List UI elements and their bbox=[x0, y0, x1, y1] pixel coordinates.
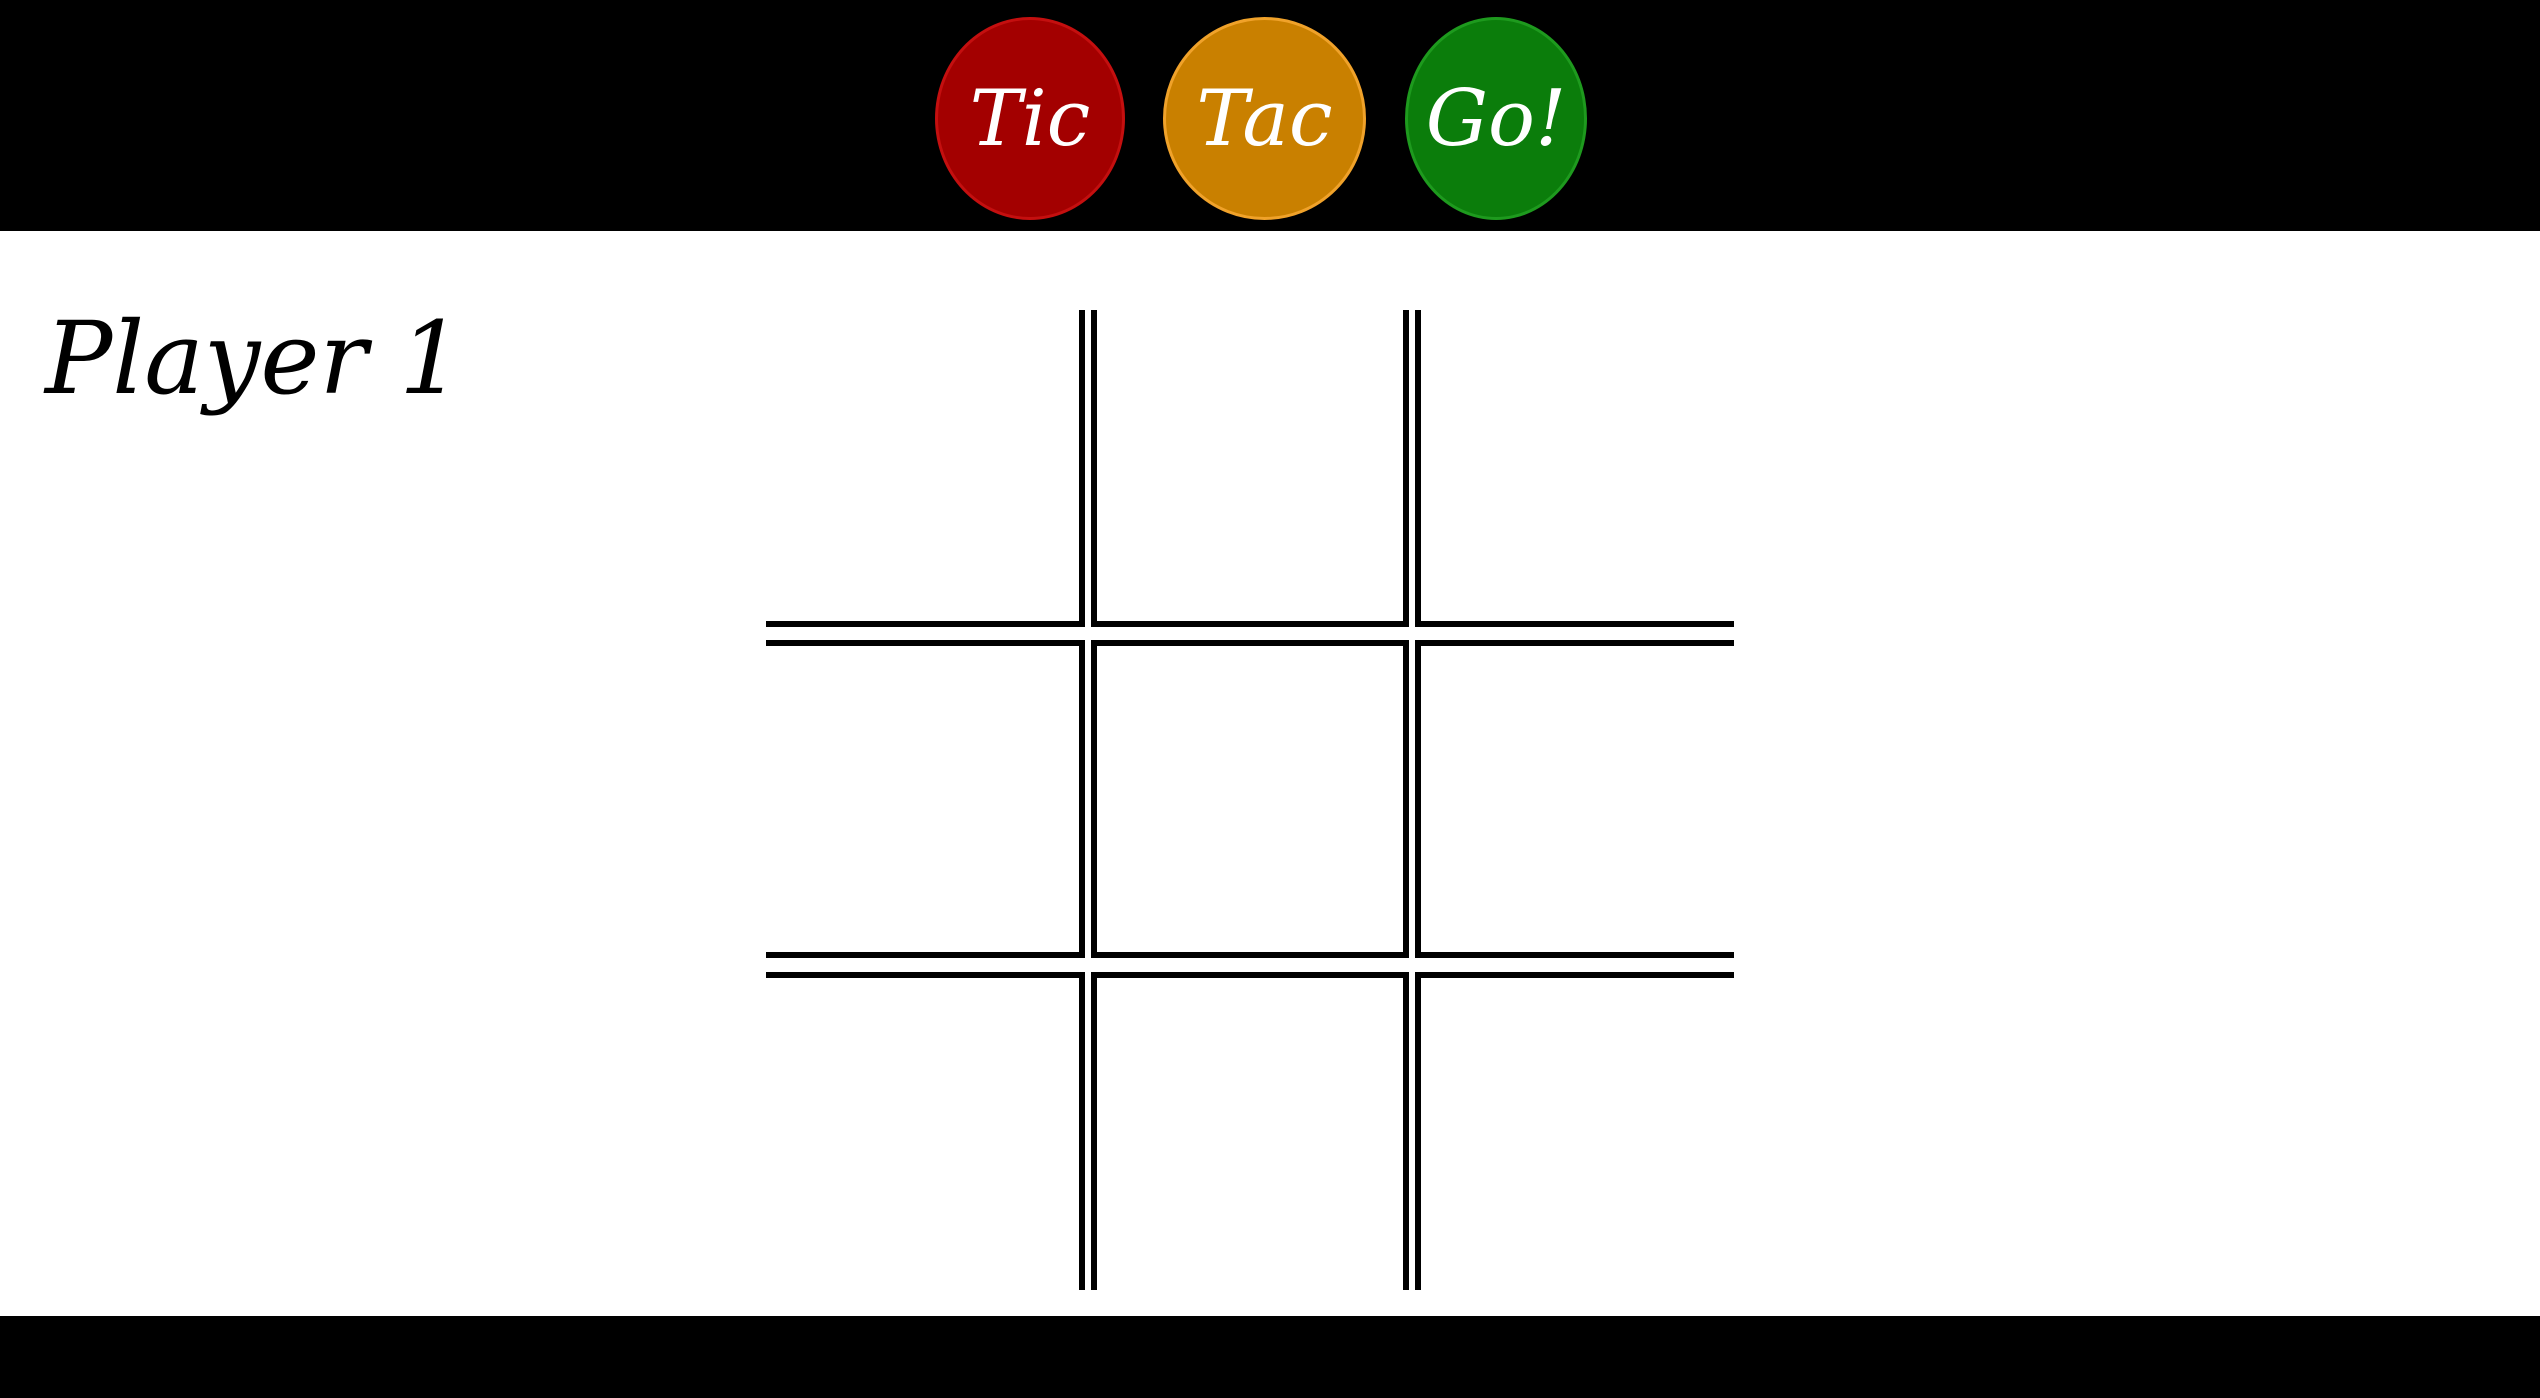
board-cell-r3c2[interactable] bbox=[1097, 978, 1403, 1290]
header-bar: Tic Tac Go! bbox=[0, 0, 2540, 231]
footer-bar bbox=[0, 1316, 2540, 1398]
grid-line-h1b bbox=[766, 640, 1734, 646]
board-cell-r1c3[interactable] bbox=[1421, 310, 1734, 621]
game-board bbox=[766, 310, 1734, 1290]
board-grid-lines bbox=[766, 310, 1734, 1290]
grid-line-h2a bbox=[766, 952, 1734, 958]
tac-bubble: Tac bbox=[1163, 17, 1366, 220]
grid-line-v2a bbox=[1403, 310, 1409, 1290]
grid-line-h2b bbox=[766, 972, 1734, 978]
board-cell-r1c1[interactable] bbox=[766, 310, 1079, 621]
go-bubble: Go! bbox=[1405, 17, 1587, 220]
grid-line-v2b bbox=[1415, 310, 1421, 1290]
grid-line-v1b bbox=[1091, 310, 1097, 1290]
board-cell-r2c3[interactable] bbox=[1421, 646, 1734, 952]
tic-bubble: Tic bbox=[935, 17, 1125, 220]
board-cell-r2c1[interactable] bbox=[766, 646, 1079, 952]
board-cell-r1c2[interactable] bbox=[1097, 310, 1403, 621]
current-player-label: Player 1 bbox=[45, 300, 463, 417]
board-cell-r2c2[interactable] bbox=[1097, 646, 1403, 952]
board-cell-r3c3[interactable] bbox=[1421, 978, 1734, 1290]
grid-line-h1a bbox=[766, 621, 1734, 627]
grid-line-v1a bbox=[1079, 310, 1085, 1290]
board-cell-r3c1[interactable] bbox=[766, 978, 1079, 1290]
